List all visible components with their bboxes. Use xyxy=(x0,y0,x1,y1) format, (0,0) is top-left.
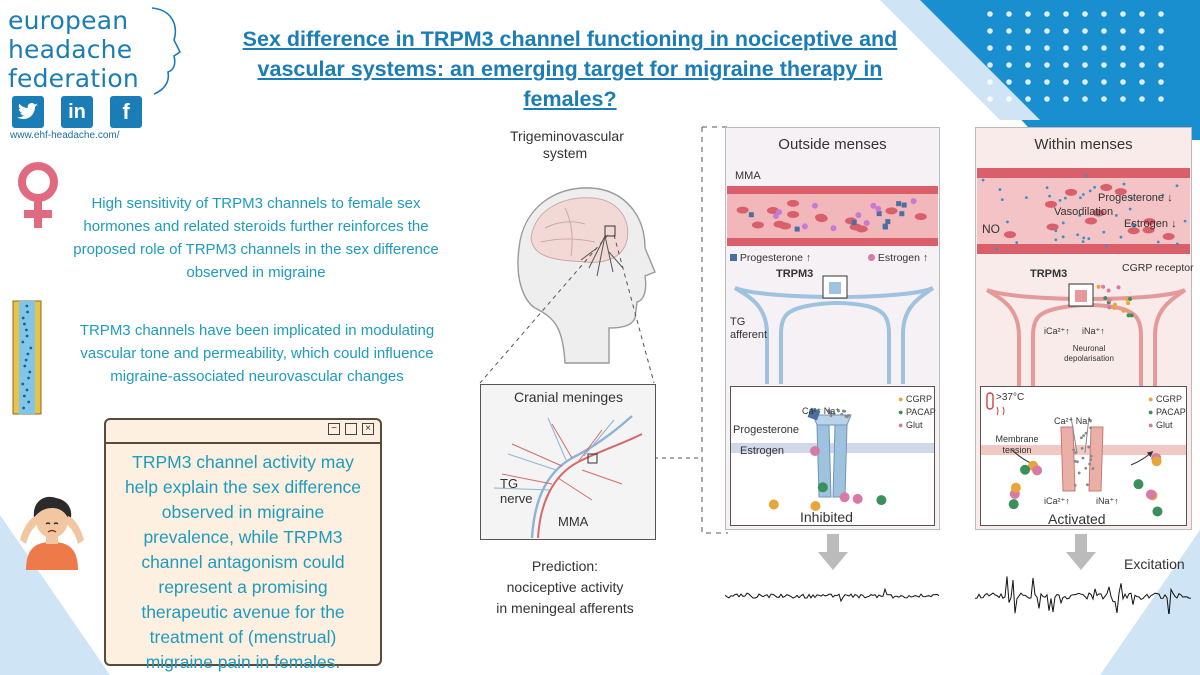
blood-vessel-icon xyxy=(12,300,42,415)
within-channel-activated xyxy=(981,392,1186,517)
depol-label: Neuronal depolarisation xyxy=(1064,344,1114,363)
within-estrogen: Estrogen xyxy=(1124,218,1169,230)
legend-pacap: PACAP xyxy=(1155,407,1186,417)
outside-mma-label: MMA xyxy=(735,170,761,182)
outside-down-arrow-icon xyxy=(818,534,848,570)
outside-legend: ● CGRP ● PACAP ● Glut xyxy=(898,394,936,430)
corner-decoration-bottom-right xyxy=(1100,530,1200,675)
cgrp-receptor-label: CGRP receptor xyxy=(1122,262,1194,274)
outside-estrogen-legend: Estrogen ↑ xyxy=(868,252,928,264)
outside-ion-label: Ca²⁺ Na⁺ xyxy=(802,406,841,416)
within-activity-trace xyxy=(975,576,1192,614)
no-label: NO xyxy=(982,222,1000,236)
within-ica-zoom-label: iCa²⁺↑ xyxy=(1044,496,1070,506)
head-profile-logo-icon xyxy=(151,7,182,95)
callout-window: − × TRPM3 channel activity may help expl… xyxy=(104,418,382,672)
within-vessel xyxy=(977,168,1190,254)
legend-glut: Glut xyxy=(1155,420,1173,430)
outside-vessel xyxy=(727,186,938,246)
prediction-text: Prediction: nociceptive activity in meni… xyxy=(490,556,640,619)
website-link[interactable]: www.ehf-headache.com/ xyxy=(10,130,120,141)
brand-logo-text: european headache federation xyxy=(8,6,139,93)
corner-decoration-bottom-left xyxy=(0,515,110,675)
facebook-icon[interactable]: f xyxy=(110,96,142,128)
within-legend: ● CGRP ● PACAP ● Glut xyxy=(1148,394,1186,430)
page-title[interactable]: Sex difference in TRPM3 channel function… xyxy=(242,27,898,111)
legend-pacap: PACAP xyxy=(905,407,936,417)
info-text-vascular: TRPM3 channels have been implicated in m… xyxy=(79,322,435,385)
tg-afferent-label: TG afferent xyxy=(730,316,768,341)
maximize-icon[interactable] xyxy=(345,423,357,435)
outside-zoom-box xyxy=(730,386,935,526)
minimize-icon[interactable]: − xyxy=(328,423,340,435)
outside-header: Outside menses xyxy=(778,136,887,153)
within-header: Within menses xyxy=(1034,136,1133,153)
within-ion-label: Ca²⁺ Na⁺ xyxy=(1054,416,1093,426)
tg-nerve-label: TG nerve xyxy=(500,476,533,506)
estrogen-label: Estrogen xyxy=(877,252,920,264)
info-text-hormones: High sensitivity of TRPM3 channels to fe… xyxy=(73,195,439,281)
prediction-line: Prediction: xyxy=(531,558,599,574)
callout-titlebar: − × xyxy=(106,420,380,444)
progesterone-label: Progesterone xyxy=(739,252,803,264)
meninges-panel xyxy=(480,384,656,540)
meninges-nerve-illustration xyxy=(493,415,643,538)
vasodilation-label: Vasodilation xyxy=(1054,206,1114,218)
temp-label: >37°C xyxy=(996,392,1025,403)
outside-neuron xyxy=(733,275,935,384)
legend-cgrp: CGRP xyxy=(905,394,932,404)
brand-line: european xyxy=(8,6,129,35)
within-progesterone: Progesterone xyxy=(1098,192,1165,204)
within-state-label: Activated xyxy=(1048,511,1106,527)
within-down-arrow-icon xyxy=(1066,534,1096,570)
legend-cgrp: CGRP xyxy=(1155,394,1182,404)
female-symbol-icon xyxy=(18,162,58,228)
legend-glut: Glut xyxy=(905,420,923,430)
woman-headache-illustration xyxy=(20,496,84,570)
prediction-line: in meningeal afferents xyxy=(496,600,634,616)
meninges-label: Cranial meninges xyxy=(514,389,623,405)
social-links: in f xyxy=(12,96,142,128)
brand-line: federation xyxy=(8,64,139,93)
corner-decoration-top-right xyxy=(880,0,1200,140)
within-progesterone-label: Progesterone ↓ xyxy=(1098,192,1173,204)
twitter-icon[interactable] xyxy=(12,96,44,128)
tgv-label: Trigeminovascular system xyxy=(510,128,624,161)
linkedin-icon[interactable]: in xyxy=(61,96,93,128)
outside-hormone-legend: Progesterone ↑ xyxy=(730,252,811,264)
head-illustration xyxy=(517,187,656,364)
within-estrogen-label: Estrogen ↓ xyxy=(1124,218,1177,230)
callout-text: TRPM3 channel activity may help explain … xyxy=(124,452,362,672)
within-trpm3-label: TRPM3 xyxy=(1030,268,1068,280)
within-neuron xyxy=(985,283,1187,386)
prediction-line: nociceptive activity xyxy=(506,579,624,595)
outside-trpm3-label: TRPM3 xyxy=(776,268,814,280)
outside-state-label: Inhibited xyxy=(800,509,853,525)
outside-activity-trace xyxy=(725,587,940,603)
mma-label-small: MMA xyxy=(558,514,589,529)
excitation-label: Excitation xyxy=(1124,556,1185,572)
ina-label: iNa⁺↑ xyxy=(1082,326,1105,336)
outside-progesterone2-label: Progesterone xyxy=(733,424,800,436)
brand-line: headache xyxy=(8,35,133,64)
outside-estrogen2-label: Estrogen xyxy=(740,445,785,457)
outside-channel-inhibited xyxy=(731,407,934,511)
ica-label: iCa²⁺↑ xyxy=(1044,326,1070,336)
within-ina-zoom-label: iNa⁺↑ xyxy=(1096,496,1119,506)
membrane-label: Membrane tension xyxy=(995,434,1039,455)
close-icon[interactable]: × xyxy=(362,423,374,435)
